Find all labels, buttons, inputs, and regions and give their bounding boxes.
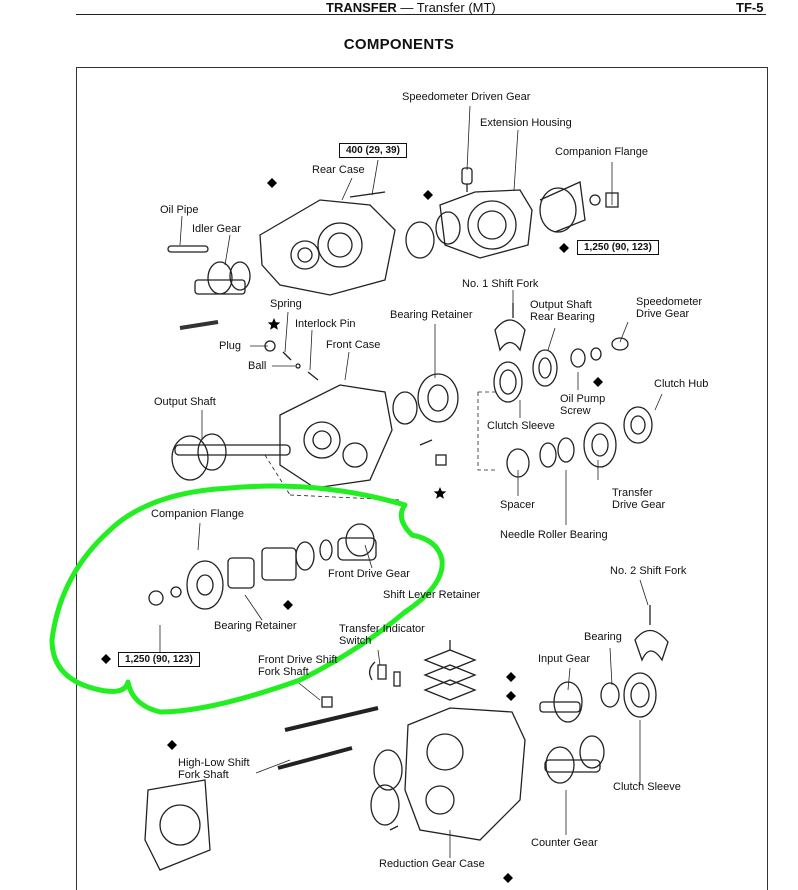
label-speedometer-driven-gear: Speedometer Driven Gear (402, 91, 531, 103)
header-section: TRANSFER — Transfer (MT) (326, 0, 496, 15)
label-idler-gear: Idler Gear (192, 223, 241, 235)
shift-lever-retainer-sketch (423, 640, 477, 701)
header-section-bold: TRANSFER (326, 0, 397, 15)
needle-roller-bearing-sketch (539, 437, 575, 468)
label-no2-shift-fork: No. 2 Shift Fork (610, 565, 687, 577)
diamond-icon (101, 654, 111, 664)
diamond-icon (506, 691, 516, 701)
torque-companion-flange-nut-top: 1,250 (90, 123) (577, 240, 659, 255)
dashed-guides (264, 391, 498, 501)
label-counter-gear: Counter Gear (531, 837, 598, 849)
label-transfer-drive-gear: Transfer Drive Gear (612, 487, 666, 511)
output-shaft-sketch (171, 433, 291, 481)
no2-shift-fork-sketch (634, 605, 669, 662)
label-output-shaft: Output Shaft (154, 396, 216, 408)
label-no1-shift-fork: No. 1 Shift Fork (462, 278, 539, 290)
diamond-icon (423, 190, 433, 200)
label-oil-pipe: Oil Pipe (160, 204, 199, 216)
label-bearing-retainer-top: Bearing Retainer (390, 309, 473, 321)
idler-gear-sketch (179, 261, 251, 330)
label-companion-flange-top: Companion Flange (555, 146, 648, 158)
plug-spring-ball-sketch (264, 340, 319, 381)
extension-housing-sketch (405, 189, 533, 259)
speedometer-drive-gear-sketch (570, 337, 629, 368)
transfer-indicator-switch-sketch (368, 661, 401, 687)
label-interlock-pin: Interlock Pin (295, 318, 356, 330)
spacer-sketch (506, 448, 530, 478)
label-bearing-retainer-front: Bearing Retainer (214, 620, 297, 632)
leader-lines (159, 105, 663, 858)
clutch-sleeve-bottom-sketch (623, 672, 657, 718)
no1-shift-fork-sketch (494, 303, 526, 352)
diagram-frame (76, 67, 768, 890)
label-bearing: Bearing (584, 631, 622, 643)
diamond-icon (559, 243, 569, 253)
bearing-retainer-top-sketch (392, 373, 459, 425)
torque-rear-case-bolt: 400 (29, 39) (339, 143, 407, 158)
diamond-icon (593, 377, 603, 387)
label-reduction-gear-case: Reduction Gear Case (379, 858, 485, 870)
label-plug: Plug (219, 340, 242, 352)
diamond-icon (283, 600, 293, 610)
star-icon (267, 318, 281, 330)
oil-pipe-sketch (167, 245, 209, 253)
front-drive-assembly-sketch (148, 523, 377, 610)
label-ball: Ball (248, 360, 267, 372)
speedometer-driven-gear-sketch (461, 167, 473, 192)
reduction-gear-case-sketch (370, 707, 526, 841)
diamond-icons (101, 178, 603, 883)
label-oil-pump-screw: Oil Pump Screw (560, 393, 606, 417)
label-clutch-sleeve-top: Clutch Sleeve (487, 420, 555, 432)
label-rear-case: Rear Case (312, 164, 365, 176)
star-icons (267, 318, 447, 499)
rear-case-sketch (259, 191, 396, 296)
counter-gear-sketch (544, 735, 605, 784)
front-case-sketch (279, 384, 447, 489)
label-front-drive-gear: Front Drive Gear (328, 568, 410, 580)
page-title: COMPONENTS (343, 36, 455, 53)
label-input-gear: Input Gear (538, 653, 590, 665)
clutch-sleeve-top-sketch (493, 361, 523, 403)
gasket-sketch (144, 779, 211, 871)
label-shift-lever-retainer: Shift Lever Retainer (383, 589, 481, 601)
label-front-drive-shift-fork-shaft: Front Drive Shift Fork Shaft (258, 654, 338, 678)
label-spring: Spring (270, 298, 302, 310)
bearing-sketch (600, 682, 620, 708)
label-speedometer-drive-gear: Speedometer Drive Gear (636, 296, 703, 320)
header-rule (76, 14, 766, 15)
input-gear-sketch (539, 681, 583, 723)
diamond-icon (503, 873, 513, 883)
label-clutch-sleeve-bottom: Clutch Sleeve (613, 781, 681, 793)
page-code: TF-5 (736, 0, 764, 15)
clutch-hub-sketch (623, 406, 653, 444)
output-shaft-rear-bearing-sketch (532, 349, 558, 387)
torque-companion-flange-nut-front: 1,250 (90, 123) (118, 652, 200, 667)
fork-shafts-sketch (277, 696, 379, 770)
label-transfer-indicator-switch: Transfer Indicator Switch (339, 623, 425, 647)
label-companion-flange-front: Companion Flange (151, 508, 244, 520)
diamond-icon (506, 672, 516, 682)
label-needle-roller-bearing: Needle Roller Bearing (500, 529, 608, 541)
label-output-shaft-rear-bearing: Output Shaft Rear Bearing (530, 299, 595, 323)
label-clutch-hub: Clutch Hub (654, 378, 709, 390)
star-icon (433, 487, 447, 499)
label-spacer: Spacer (500, 499, 535, 511)
header-section-rest: — Transfer (MT) (400, 0, 496, 15)
diamond-icon (267, 178, 277, 188)
label-extension-housing: Extension Housing (480, 117, 572, 129)
transfer-drive-gear-sketch (583, 422, 617, 468)
companion-flange-top-sketch (539, 181, 619, 233)
label-front-case: Front Case (326, 339, 381, 351)
diamond-icon (167, 740, 177, 750)
highlight-outline (49, 483, 445, 715)
label-high-low-shift-fork-shaft: High-Low Shift Fork Shaft (178, 757, 250, 781)
